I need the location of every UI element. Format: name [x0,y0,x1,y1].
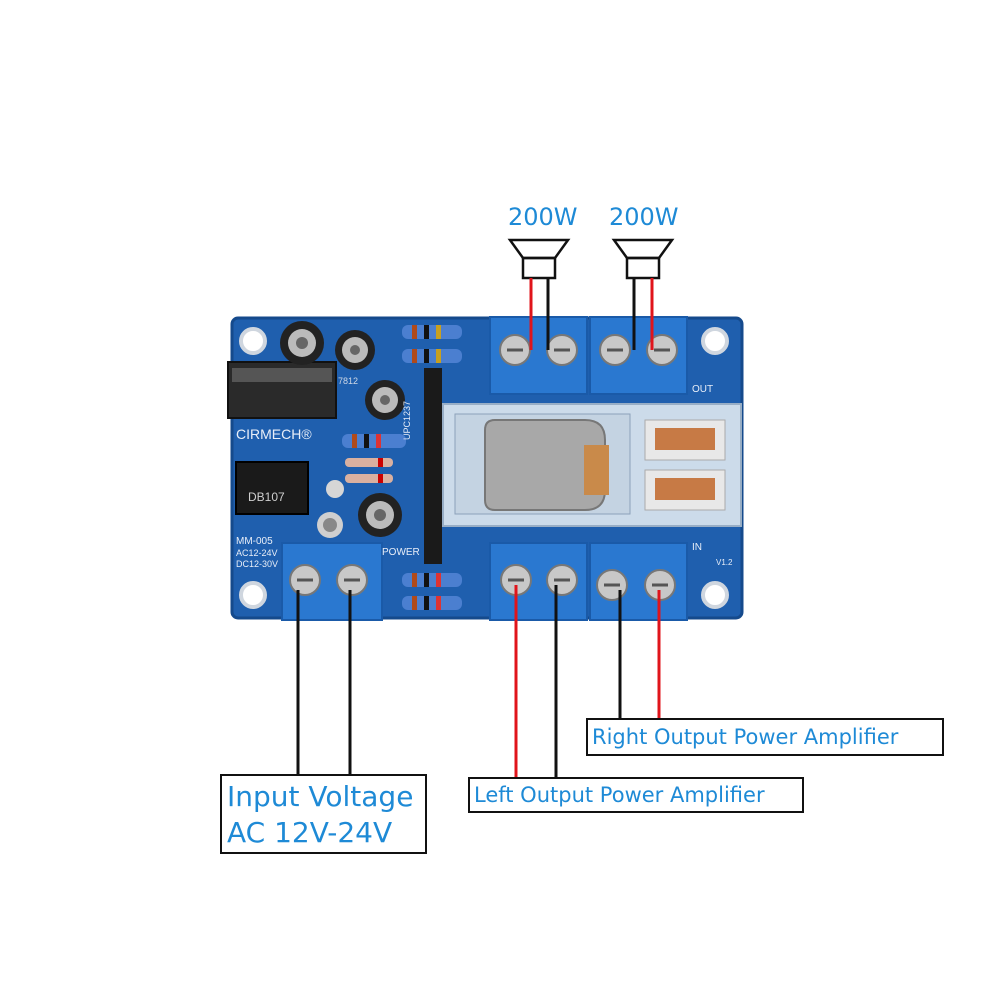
speaker-icon [611,238,675,280]
left-output-wires [514,585,558,777]
diodes [345,458,393,483]
speaker-power-label-left: 200W [508,203,578,231]
right-output-box: Right Output Power Amplifier [586,718,944,756]
relay [442,403,742,527]
right-output-label: Right Output Power Amplifier [592,725,899,749]
board-rectifier: DB107 [248,490,285,504]
resistors [342,325,462,610]
board-version: V1.2 [716,558,733,567]
right-output-wires [618,590,661,718]
board-out: OUT [692,384,714,395]
capacitors [280,321,405,538]
bridge-rectifier [235,461,309,515]
mounting-holes [239,327,729,609]
speaker-wires [529,278,654,350]
input-voltage-line2: AC 12V-24V [227,816,393,849]
speaker-power-label-right: 200W [609,203,679,231]
board-model: MM-005 [236,536,273,547]
board-spec2: DC12-30V [236,559,279,569]
input-voltage-line1: Input Voltage [227,780,414,813]
top-terminals [489,316,688,395]
board-power: POWER [382,547,420,558]
ic-chip [424,368,442,564]
board-ic: UPC1237 [402,400,412,440]
board-in: IN [692,542,702,553]
speaker-icon [507,238,571,280]
left-output-box: Left Output Power Amplifier [468,777,804,813]
input-voltage-box: Input Voltage AC 12V-24V [220,774,427,854]
board-brand: CIRMECH® [236,426,312,442]
board-regulator: 7812 [338,376,359,386]
input-wires [296,590,352,775]
left-output-label: Left Output Power Amplifier [474,783,765,807]
board-spec1: AC12-24V [236,548,278,558]
